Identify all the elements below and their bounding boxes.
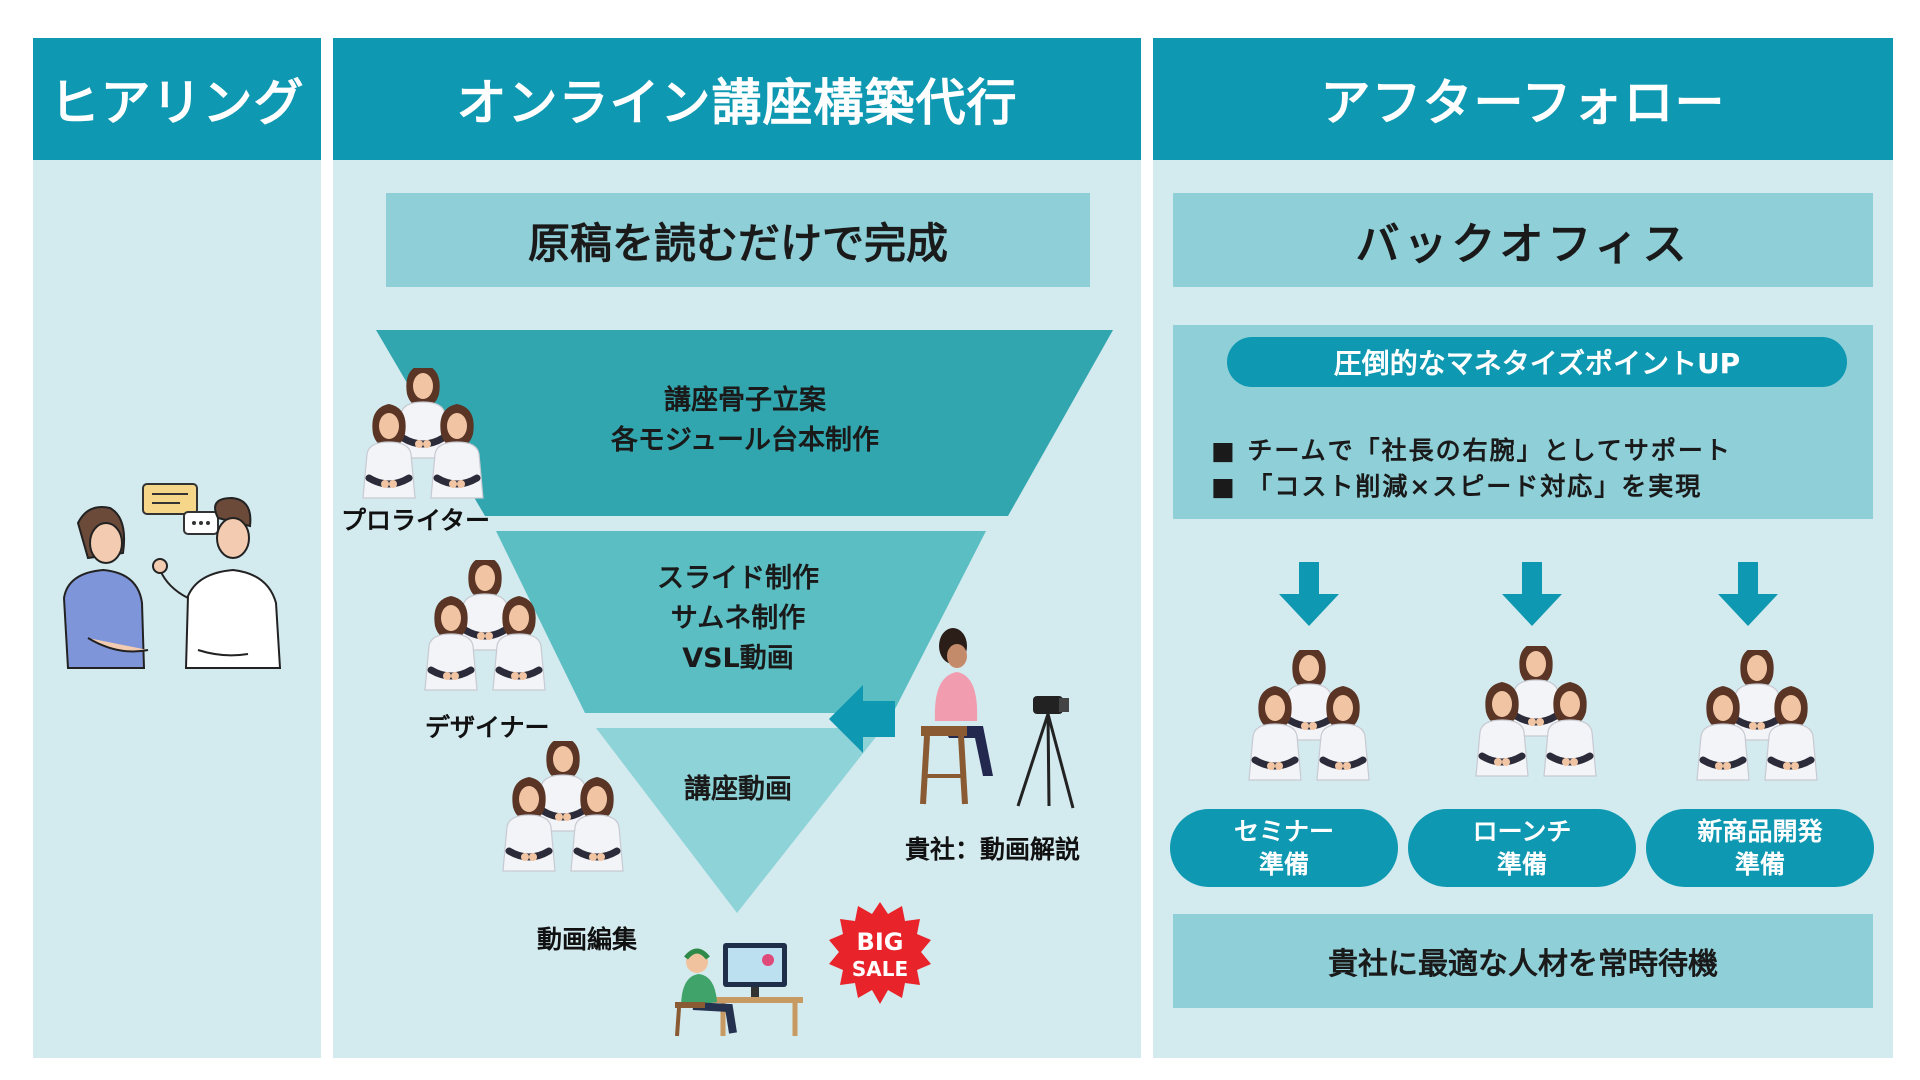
funnel-stage-3: [596, 728, 883, 913]
launch-prep-pill: ローンチ 準備: [1408, 809, 1636, 887]
hearing-conversation-illustration: [62, 483, 282, 669]
client-label: 貴社：動画解説: [905, 835, 1081, 864]
monetize-highlight-pill: 圧倒的なマネタイズポイントUP: [1227, 337, 1847, 387]
back-office-banner: バックオフィス: [1173, 193, 1873, 287]
seminar-team-illustration: [1239, 650, 1379, 800]
course-building-header: オンライン講座構築代行: [333, 38, 1141, 160]
new-product-prep-pill: 新商品開発 準備: [1646, 809, 1874, 887]
funnel-stage-1: [376, 330, 1113, 516]
viewer-at-computer-illustration: [675, 943, 803, 1037]
bullet-text-1: チームで「社長の右腕」としてサポート: [1247, 436, 1732, 465]
new-product-prep-line-1: 新商品開発: [1697, 817, 1823, 846]
down-arrows: [1279, 562, 1778, 626]
funnel-stage-3-line-1: 講座動画: [684, 774, 792, 805]
course-building-column: オンライン講座構築代行 原稿を読むだけで完成 講座骨子立案 各モジュール台本制作…: [333, 38, 1141, 1058]
funnel-stage-2: [496, 531, 986, 713]
bullet-text-2: 「コスト削減×スピード対応」を実現: [1247, 472, 1703, 501]
writer-label: プロライター: [341, 506, 491, 535]
badge-text-sale: SALE: [852, 957, 908, 981]
video-editor-label: 動画編集: [537, 925, 638, 954]
left-arrow-icon: [829, 685, 895, 753]
launch-prep-line-2: 準備: [1496, 850, 1547, 879]
hearing-header: ヒアリング: [33, 38, 321, 160]
after-follow-column: アフターフォロー バックオフィス 圧倒的なマネタイズポイントUP ■ チームで「…: [1153, 38, 1893, 1058]
client-recording-illustration: [920, 628, 1075, 809]
funnel-stage-1-line-1: 講座骨子立案: [664, 385, 826, 416]
funnel-stage-2-label: スライド制作 サムネ制作 VSL動画: [588, 559, 888, 679]
square-bullet-icon: ■: [1211, 472, 1248, 501]
funnel-stage-2-line-2: サムネ制作: [670, 603, 806, 634]
seminar-prep-line-2: 準備: [1258, 850, 1309, 879]
designer-label: デザイナー: [425, 713, 550, 742]
funnel-stage-1-line-2: 各モジュール台本制作: [610, 425, 880, 456]
down-arrow-icon: [1718, 562, 1778, 626]
funnel-stage-1-label: 講座骨子立案 各モジュール台本制作: [595, 381, 895, 461]
editor-team-illustration: [493, 741, 633, 891]
funnel-stage-2-line-1: スライド制作: [657, 563, 819, 594]
new-product-prep-line-2: 準備: [1734, 850, 1785, 879]
down-arrow-icon: [1279, 562, 1339, 626]
launch-team-illustration: [1466, 646, 1606, 796]
bullet-list: ■ チームで「社長の右腕」としてサポート ■ 「コスト削減×スピード対応」を実現: [1211, 433, 1732, 505]
funnel-stage-2-line-3: VSL動画: [682, 643, 794, 674]
production-funnel: [376, 330, 1113, 913]
bullet-item: ■ 「コスト削減×スピード対応」を実現: [1211, 469, 1732, 505]
product-team-illustration: [1687, 650, 1827, 800]
launch-prep-line-1: ローンチ: [1472, 817, 1572, 846]
seminar-prep-pill: セミナー 準備: [1170, 809, 1398, 887]
down-arrow-icon: [1502, 562, 1562, 626]
standby-talent-banner: 貴社に最適な人材を常時待機: [1173, 914, 1873, 1008]
big-sale-badge: BIG SALE: [829, 902, 931, 1004]
monetize-panel: 圧倒的なマネタイズポイントUP ■ チームで「社長の右腕」としてサポート ■ 「…: [1173, 325, 1873, 519]
designer-team-illustration: [415, 560, 555, 710]
badge-text-big: BIG: [857, 928, 904, 956]
seminar-prep-line-1: セミナー: [1233, 817, 1334, 846]
read-script-banner: 原稿を読むだけで完成: [386, 193, 1090, 287]
funnel-stage-3-label: 講座動画: [588, 770, 888, 810]
after-follow-header: アフターフォロー: [1153, 38, 1893, 160]
bullet-item: ■ チームで「社長の右腕」としてサポート: [1211, 433, 1732, 469]
square-bullet-icon: ■: [1211, 436, 1248, 465]
hearing-column: ヒアリング: [33, 38, 321, 1058]
writer-team-illustration: [353, 368, 493, 518]
